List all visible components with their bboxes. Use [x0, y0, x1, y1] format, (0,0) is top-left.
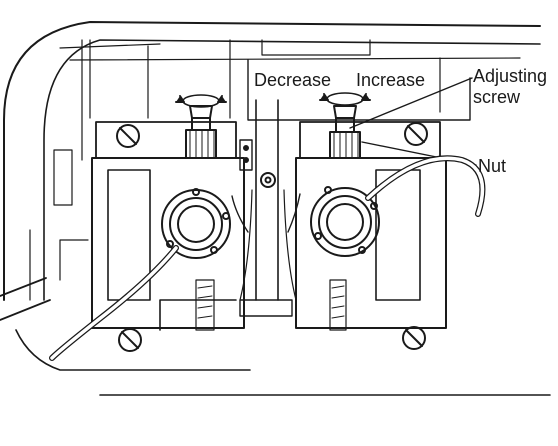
increase-label: Increase — [354, 70, 428, 90]
right-tension-unit — [287, 92, 447, 350]
adjusting-screw-label: Adjusting screw — [473, 66, 547, 108]
decrease-label: Decrease — [252, 70, 334, 90]
adjusting-screw-label-line1: Adjusting — [473, 66, 548, 86]
threads — [0, 155, 486, 361]
adjusting-screw-label-line2: screw — [473, 87, 521, 107]
nut-label: Nut — [478, 156, 507, 176]
left-tension-unit — [91, 94, 249, 352]
center-shaft — [239, 99, 297, 317]
machine-housing — [3, 21, 551, 396]
